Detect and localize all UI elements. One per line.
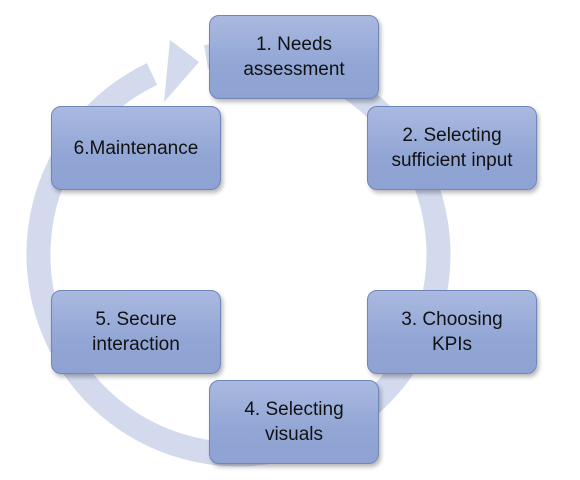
step-6-label: 6.Maintenance — [73, 137, 199, 159]
step-3-box: 3. Choosing KPIs — [367, 290, 537, 374]
step-4-label: 4. Selecting visuals — [244, 399, 344, 445]
step-3-label: 3. Choosing KPIs — [401, 309, 503, 355]
step-4-box: 4. Selecting visuals — [209, 380, 379, 464]
step-1-label: 1. Needs assessment — [243, 34, 345, 80]
step-2-label: 2. Selecting sufficient input — [391, 125, 513, 171]
cycle-arrow-head-icon — [164, 40, 199, 102]
step-1-box: 1. Needs assessment — [209, 15, 379, 99]
step-5-label: 5. Secure interaction — [92, 309, 180, 355]
step-6-box: 6.Maintenance — [51, 106, 221, 190]
step-5-box: 5. Secure interaction — [51, 290, 221, 374]
step-2-box: 2. Selecting sufficient input — [367, 106, 537, 190]
